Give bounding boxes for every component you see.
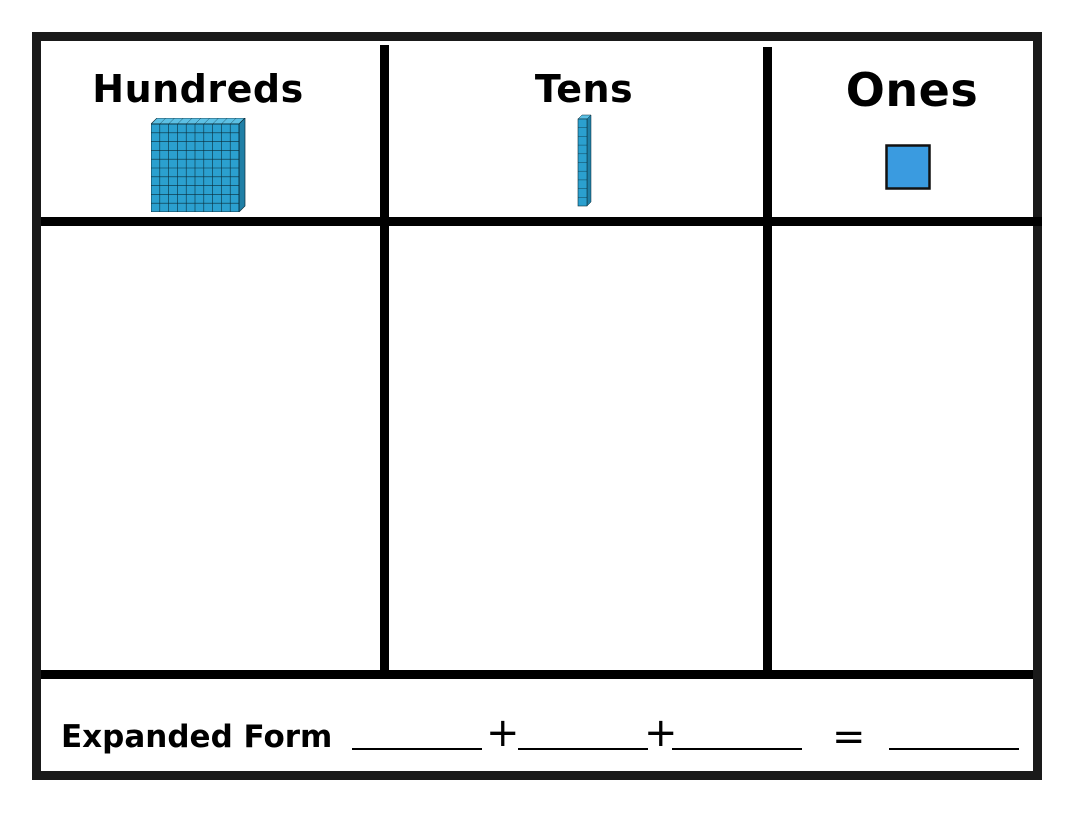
plus-sign: + bbox=[486, 710, 520, 756]
tens-heading: Tens bbox=[534, 67, 634, 111]
tens-rod-block-icon bbox=[577, 114, 592, 207]
place-value-chart: Hundreds Tens Ones Expanded Form + + = bbox=[32, 32, 1042, 780]
hundreds-flat-block-icon bbox=[151, 118, 246, 212]
column-divider-tens-ones bbox=[763, 47, 772, 671]
expanded-form-blank-total[interactable] bbox=[889, 748, 1019, 750]
ones-unit-cube-icon bbox=[885, 144, 931, 190]
plus-sign: + bbox=[644, 710, 678, 756]
hundreds-heading: Hundreds bbox=[92, 67, 304, 111]
equals-sign: = bbox=[832, 714, 866, 760]
ones-heading: Ones bbox=[845, 63, 979, 117]
expanded-form-blank-hundreds[interactable] bbox=[352, 748, 482, 750]
expanded-form-divider bbox=[41, 670, 1033, 679]
expanded-form-label: Expanded Form bbox=[61, 719, 333, 755]
expanded-form-blank-tens[interactable] bbox=[518, 748, 648, 750]
header-divider bbox=[41, 217, 1042, 226]
expanded-form-blank-ones[interactable] bbox=[672, 748, 802, 750]
column-divider-hundreds-tens bbox=[380, 45, 389, 671]
